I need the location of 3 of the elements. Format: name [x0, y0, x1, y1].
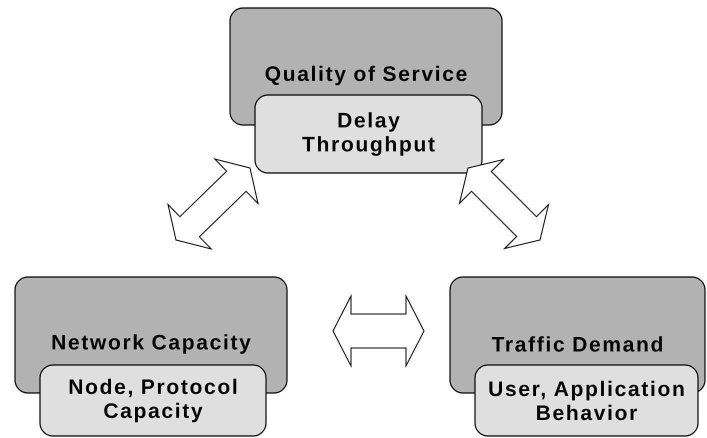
inner-box: Node, Protocol Capacity: [39, 364, 267, 437]
inner-box: User, Application Behavior: [474, 364, 699, 437]
inner-box: Delay Throughput: [254, 94, 483, 174]
